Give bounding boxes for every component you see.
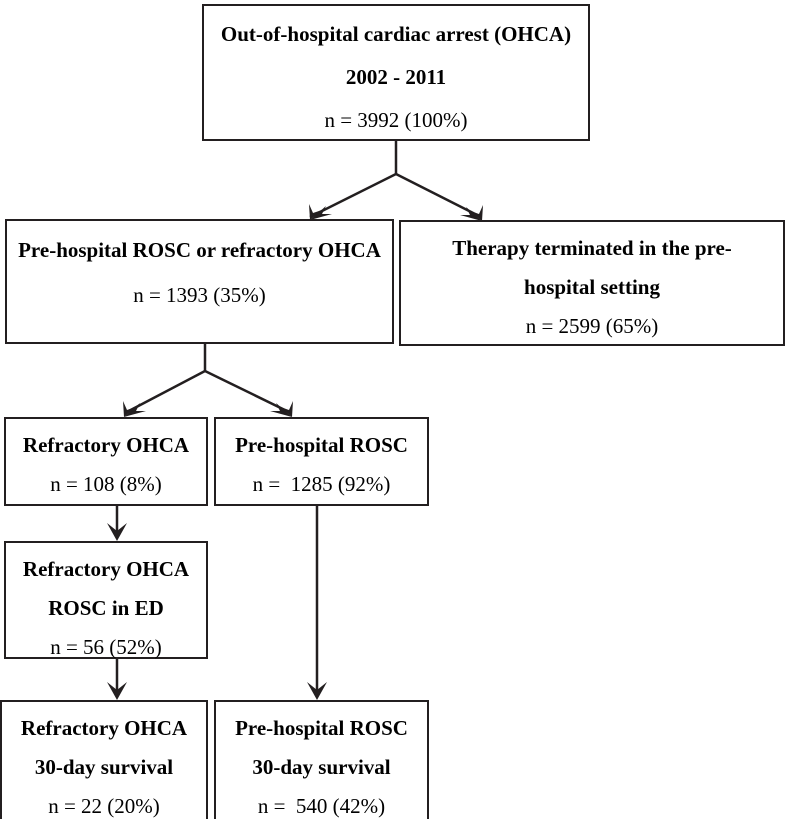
node-refractory-rosc-ed-line-2: ROSC in ED xyxy=(48,596,164,620)
node-out-of-hospital-cardiac-arrest: Out-of-hospital cardiac arrest (OHCA) 20… xyxy=(202,4,590,141)
node-prehospital-30day-line-2: 30-day survival xyxy=(252,755,391,779)
node-ohca-line-2: 2002 - 2011 xyxy=(345,65,447,89)
node-refractory-ohca-count: n = 108 (8%) xyxy=(50,472,162,496)
node-refractory-ohca-rosc-in-ed: Refractory OHCA ROSC in ED n = 56 (52%) xyxy=(4,541,208,659)
arrowhead-prehosp-right-b xyxy=(280,401,293,417)
edge-prehosp-to-refractory xyxy=(124,369,206,415)
node-prehospital-rosc-or-refractory-ohca: Pre-hospital ROSC or refractory OHCA n =… xyxy=(5,219,394,344)
arrowhead-ohca-left-b xyxy=(309,204,322,220)
edge-ohca-to-prehosp-rosc xyxy=(309,172,397,219)
node-refractory-ohca-line-1: Refractory OHCA xyxy=(22,433,190,457)
arrowhead-refractory-30day xyxy=(107,682,127,700)
node-refractory-rosc-ed-count: n = 56 (52%) xyxy=(50,635,162,659)
node-prehospital-rosc-line-1: Pre-hospital ROSC xyxy=(235,433,408,457)
node-refractory-ohca-30-day-survival: Refractory OHCA 30-day survival n = 22 (… xyxy=(0,700,208,819)
node-refractory-30day-count: n = 22 (20%) xyxy=(48,794,160,818)
node-prehosp-rosc-or-refractory-line-1: Pre-hospital ROSC or refractory OHCA xyxy=(18,238,381,262)
node-therapy-terminated-prehospital: Therapy terminated in the pre- hospital … xyxy=(399,220,785,346)
node-refractory-rosc-ed-line-1: Refractory OHCA xyxy=(22,557,190,581)
node-therapy-terminated-count: n = 2599 (65%) xyxy=(525,314,659,338)
arrowhead-ohca-left xyxy=(310,206,332,220)
arrowhead-prehosp-left-b xyxy=(123,401,136,417)
node-prehospital-30day-count: n = 540 (42%) xyxy=(257,794,386,818)
arrowhead-ohca-right-b xyxy=(470,205,483,221)
arrowhead-prehosp-left xyxy=(124,403,146,417)
node-prehospital-rosc-30-day-survival: Pre-hospital ROSC 30-day survival n = 54… xyxy=(214,700,429,819)
edge-prehosp-to-prehospital-rosc xyxy=(204,369,292,415)
node-ohca-line-1: Out-of-hospital cardiac arrest (OHCA) xyxy=(220,22,572,46)
node-prehosp-rosc-or-refractory-count: n = 1393 (35%) xyxy=(133,283,266,307)
node-therapy-terminated-line-1: Therapy terminated in the pre- xyxy=(452,236,732,260)
arrowhead-rosc-ed xyxy=(107,523,127,541)
arrowhead-prehosp-right xyxy=(270,403,292,417)
node-prehospital-30day-line-1: Pre-hospital ROSC xyxy=(235,716,408,740)
node-ohca-count: n = 3992 (100%) xyxy=(324,108,468,132)
node-prehospital-rosc: Pre-hospital ROSC n = 1285 (92%) xyxy=(214,417,429,506)
arrowhead-prehospital-30day xyxy=(307,682,327,700)
arrowhead-ohca-right xyxy=(460,207,482,221)
node-refractory-30day-line-1: Refractory OHCA xyxy=(20,716,188,740)
edge-ohca-to-therapy-terminated xyxy=(395,172,482,219)
node-refractory-ohca: Refractory OHCA n = 108 (8%) xyxy=(4,417,208,506)
node-therapy-terminated-line-2: hospital setting xyxy=(524,275,660,299)
node-refractory-30day-line-2: 30-day survival xyxy=(34,755,174,779)
node-prehospital-rosc-count: n = 1285 (92%) xyxy=(252,472,391,496)
